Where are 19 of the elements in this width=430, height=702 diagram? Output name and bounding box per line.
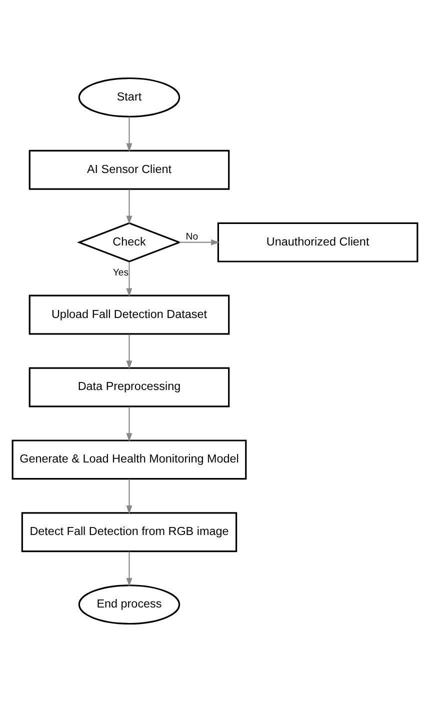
edge-label: No [186,231,198,242]
arrow [126,262,132,297]
node-box: Detect Fall Detection from RGB image [21,512,238,552]
node-box: Generate & Load Health Monitoring Model [12,440,247,480]
arrow [126,334,132,370]
arrow [126,406,132,442]
node-ellipse: Start [78,77,180,118]
edge-label: Yes [112,267,129,278]
arrow [126,116,132,152]
node-box: Upload Fall Detection Dataset [28,294,230,335]
node-box: Data Preprocessing [28,367,230,408]
arrow [126,189,132,224]
arrow [126,552,132,587]
node-diamond: Check [76,222,182,262]
node-ellipse: End process [78,584,180,625]
node-box: AI Sensor Client [28,150,230,190]
arrow [179,239,220,246]
node-box: Unauthorized Client [217,222,418,262]
arrow [126,479,132,514]
